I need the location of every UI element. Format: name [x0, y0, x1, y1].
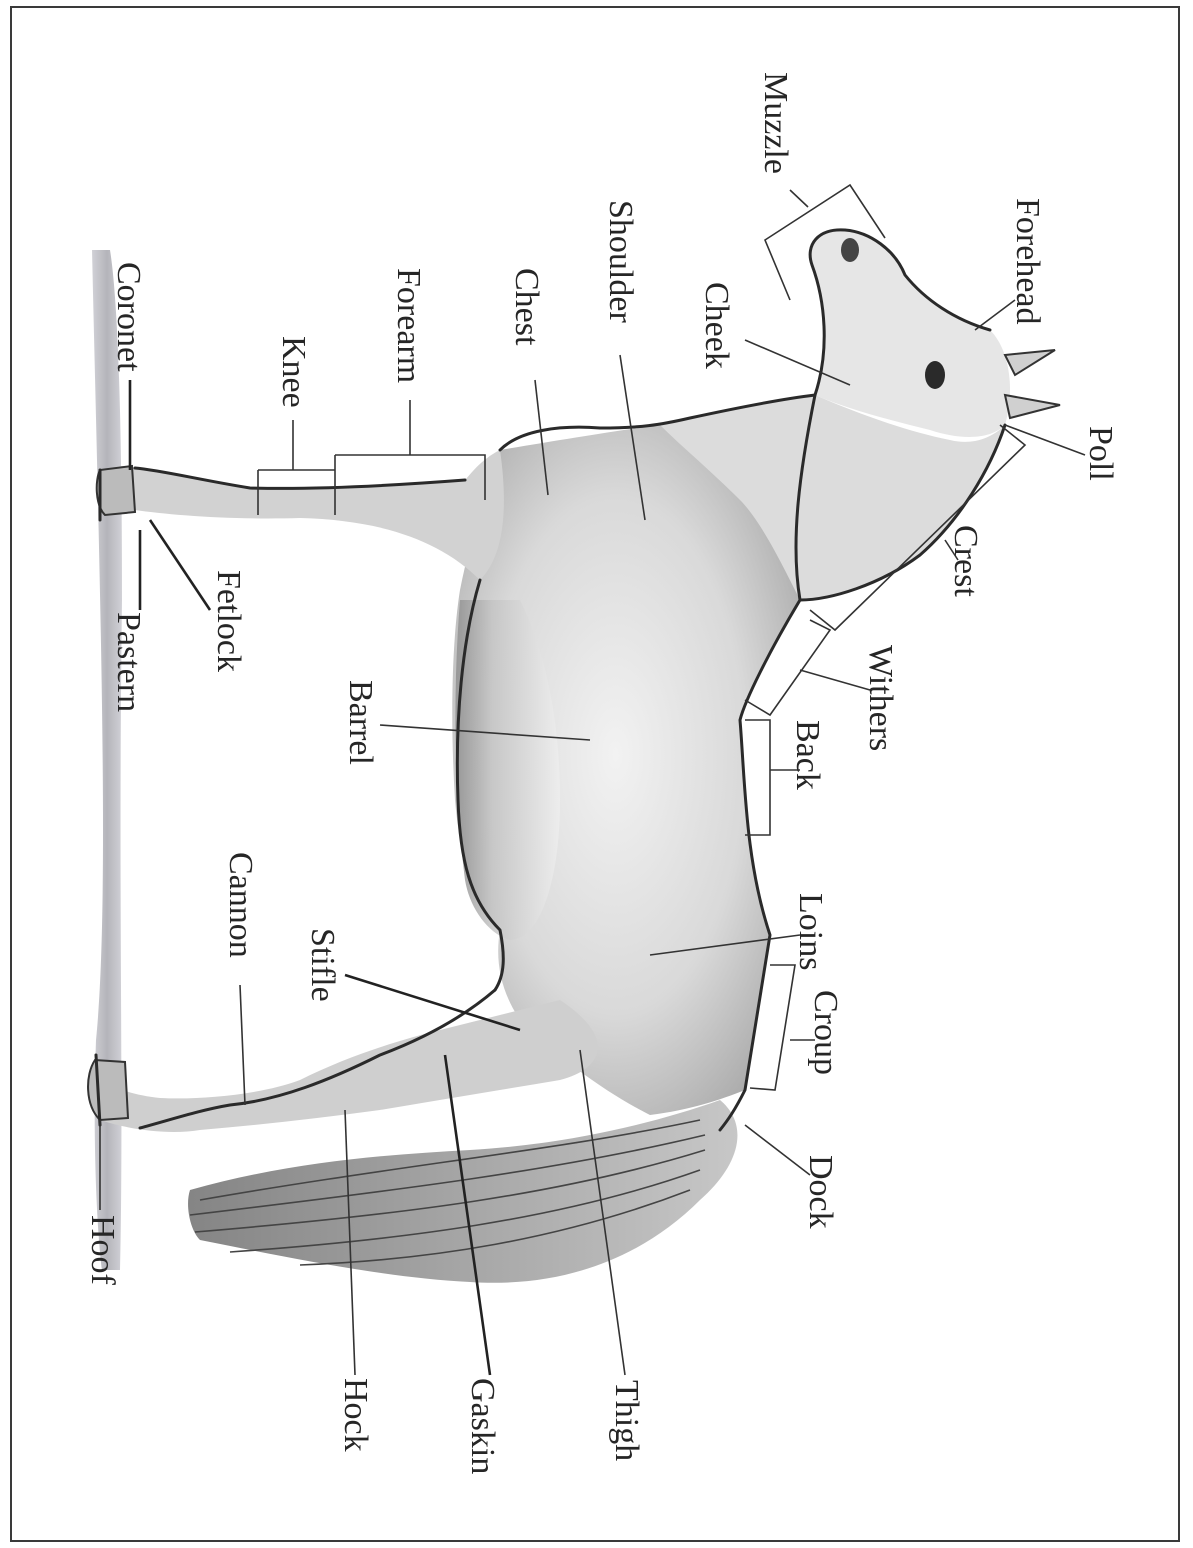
label-dock: Dock — [802, 1155, 839, 1229]
label-forehead: Forehead — [1009, 198, 1046, 325]
label-poll: Poll — [1082, 426, 1119, 481]
label-crest: Crest — [947, 525, 984, 597]
label-gaskin: Gaskin — [464, 1378, 501, 1474]
label-muzzle: Muzzle — [757, 72, 794, 174]
label-loins: Loins — [792, 893, 829, 970]
label-hock: Hock — [337, 1378, 374, 1452]
label-back: Back — [789, 720, 826, 790]
label-barrel: Barrel — [342, 680, 379, 765]
label-forearm: Forearm — [390, 268, 427, 383]
label-stifle: Stifle — [304, 928, 341, 1002]
label-pastern: Pastern — [110, 612, 147, 712]
label-cheek: Cheek — [698, 282, 735, 369]
label-chest: Chest — [508, 268, 545, 346]
label-fetlock: Fetlock — [210, 570, 247, 672]
label-cannon: Cannon — [222, 852, 259, 958]
label-coronet: Coronet — [110, 262, 147, 372]
label-knee: Knee — [275, 336, 312, 408]
label-shoulder: Shoulder — [602, 200, 639, 323]
label-withers: Withers — [862, 645, 899, 751]
label-hoof: Hoof — [84, 1215, 121, 1286]
label-thigh: Thigh — [608, 1380, 645, 1461]
label-croup: Croup — [807, 990, 844, 1075]
